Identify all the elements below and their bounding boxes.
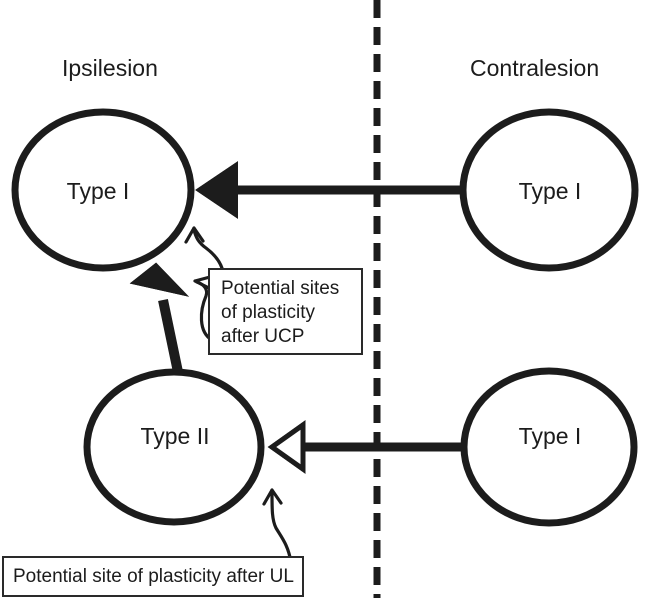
node-label-bottom-right: Type I — [518, 423, 582, 449]
hemisphere-label-ipsilesion: Ipsilesion — [62, 55, 158, 81]
node-label-top-right: Type I — [518, 178, 582, 204]
node-circle-bottom-left — [83, 368, 265, 526]
callout-ucp-line-3: after UCP — [221, 326, 305, 347]
node-circle-top-right — [459, 108, 639, 272]
node-label-top-left: Type I — [66, 178, 130, 204]
arrowhead-filled-diagonal-overlay — [129, 262, 190, 297]
callout-ucp-line-2: of plasticity — [221, 302, 315, 323]
callout-leader-ucp-lower — [193, 275, 214, 342]
callout-box-ul: Potential site of plasticity after UL — [2, 556, 304, 597]
arrowhead-open-bottom-overlay — [267, 420, 306, 474]
connection-line-diagonal — [158, 298, 183, 374]
arrowhead-filled-top-overlay — [195, 161, 238, 219]
callout-box-ucp: Potential sites of plasticity after UCP — [208, 268, 363, 355]
callout-ul-text: Potential site of plasticity after UL — [13, 565, 294, 587]
callout-leader-ul — [262, 488, 293, 564]
callout-ucp-line-1: Potential sites — [221, 278, 340, 299]
node-circle-bottom-right — [460, 367, 638, 527]
node-circle-top-left — [11, 108, 195, 272]
hemisphere-label-contralesion: Contralesion — [470, 55, 600, 81]
node-label-bottom-left: Type II — [140, 423, 210, 449]
